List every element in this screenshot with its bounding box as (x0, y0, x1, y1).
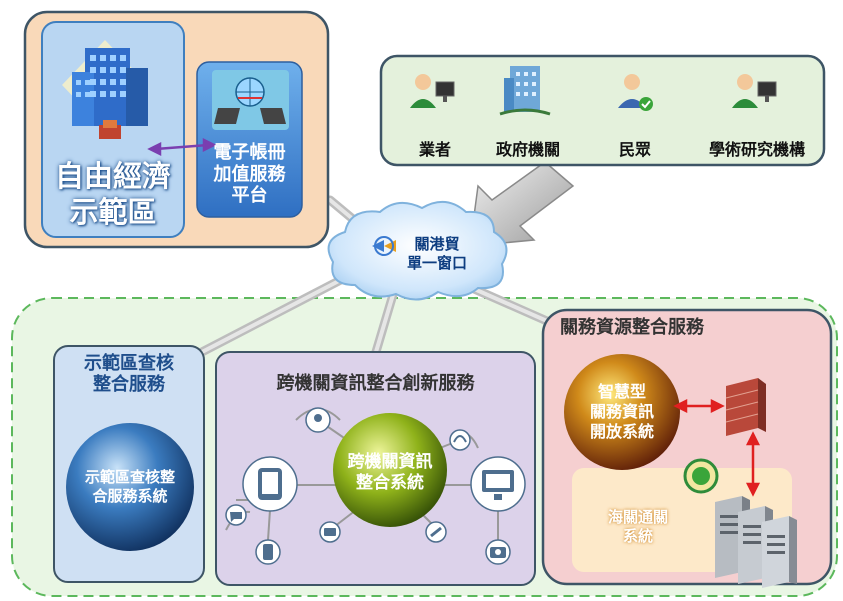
location-pin-icon (305, 407, 331, 433)
customs-badge-icon (683, 458, 719, 494)
ebook-platform-label: 電子帳冊 加值服務 平台 (197, 142, 302, 207)
cloud-line1: 關港貿 (414, 235, 460, 253)
zone-audit-sphere-line1: 示範區查核整 (84, 468, 175, 486)
smart-customs-sphere (564, 354, 680, 470)
cloud-line2: 單一窗口 (406, 253, 467, 272)
free-zone-title-line1: 自由經濟 (54, 159, 171, 193)
building-icon (62, 40, 148, 139)
phone-icon (255, 539, 281, 565)
tablet-icon (242, 456, 298, 512)
clearance-line2: 系統 (622, 526, 653, 545)
ebook-line1: 電子帳冊 (213, 142, 286, 163)
smart-customs-line2: 關務資訊 (589, 402, 654, 421)
network-laptops-icon (212, 70, 289, 130)
monitor-icon (470, 456, 526, 512)
researcher-computer-icon (732, 74, 777, 108)
free-zone-title: 自由經濟 示範區 (42, 158, 184, 231)
cross-agency-sphere-line1: 跨機關資訊 (347, 452, 433, 472)
chat-bubble-icon (225, 504, 247, 526)
cross-agency-sphere-label: 跨機關資訊 整合系統 (340, 452, 440, 495)
firewall-icon (725, 378, 766, 436)
users-panel (379, 54, 826, 167)
ebook-line3: 平台 (231, 185, 268, 207)
user-label-operator: 業者 (418, 140, 451, 159)
link-icon (425, 521, 447, 543)
camera-icon (485, 539, 511, 565)
zone-audit-sphere (66, 423, 194, 551)
single-window-cloud (327, 201, 508, 301)
free-zone-title-line2: 示範區 (69, 195, 157, 230)
smart-customs-line1: 智慧型 (597, 382, 646, 401)
clearance-line1: 海關通關 (607, 508, 668, 526)
cross-agency-sphere (333, 413, 447, 527)
customs-clearance-label: 海關通關 系統 (588, 508, 688, 546)
zone-audit-title: 示範區查核 整合服務 (54, 353, 204, 395)
sync-arrow (147, 137, 217, 157)
citizen-check-icon (618, 74, 653, 111)
zone-audit-title-line1: 示範區查核 (84, 353, 174, 374)
government-building-icon (499, 66, 551, 116)
headset-icon (449, 429, 471, 451)
user-label-public: 民眾 (618, 140, 651, 159)
server-rack-icon (715, 496, 797, 588)
zone-audit-title-line2: 整合服務 (93, 373, 165, 395)
red-arrows (673, 398, 761, 497)
person-computer-icon-1 (410, 74, 455, 108)
battery-icon (319, 521, 341, 543)
zone-audit-sphere-line2: 合服務系統 (92, 486, 168, 505)
smart-customs-sphere-label: 智慧型 關務資訊 開放系統 (570, 382, 674, 442)
user-label-academic: 學術研究機構 (708, 140, 805, 159)
cross-agency-title: 跨機關資訊整合創新服務 (276, 373, 475, 394)
customs-resource-title: 關務資源整合服務 (560, 317, 704, 338)
user-label-government: 政府機關 (495, 140, 560, 159)
ebook-line2: 加值服務 (213, 163, 286, 185)
cloud-label: 關港貿 單一窗口 (392, 235, 482, 273)
cross-agency-sphere-line2: 整合系統 (356, 473, 424, 494)
cloud-logo-icon (372, 236, 396, 256)
zone-audit-sphere-label: 示範區查核整 合服務系統 (60, 468, 200, 506)
smart-customs-line3: 開放系統 (589, 422, 654, 441)
